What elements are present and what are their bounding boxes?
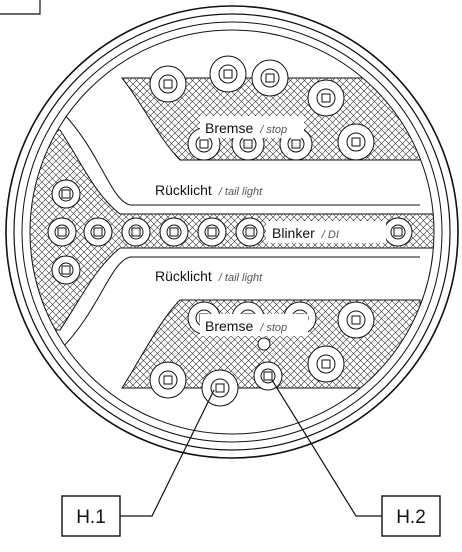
tail-light-top-label: Rücklicht / tail light [155, 182, 263, 199]
brake-top-label-box [200, 116, 304, 138]
tail-light-top-outline [59, 109, 420, 206]
brake-top-label: Bremse / stop [205, 120, 287, 137]
h2-leader-line [271, 379, 382, 517]
tail-top-label-box [150, 178, 306, 200]
h1-callout-box [61, 495, 121, 537]
rim-2 [13, 13, 451, 451]
rim-3 [21, 21, 443, 443]
outer-rim [5, 5, 459, 459]
tail-bottom-label-box [150, 264, 306, 286]
indicator-label-box [266, 221, 386, 243]
tail-light-bottom-outline [59, 256, 420, 351]
h2-callout-label: H.2 [396, 507, 426, 528]
h1-leader-line [120, 389, 215, 517]
brake-bottom-label: Bremse / stop [205, 318, 287, 335]
indicator-region [30, 129, 434, 331]
h2-callout-box [381, 495, 441, 537]
indicator-label: Blinker / DI [272, 225, 339, 242]
brake-bottom-label-box [200, 314, 308, 336]
led-group-indicator [47, 179, 413, 285]
h1-callout-label: H.1 [76, 507, 106, 528]
tail-light-bottom-label: Rücklicht / tail light [155, 268, 263, 285]
corner-frame [0, 0, 41, 15]
